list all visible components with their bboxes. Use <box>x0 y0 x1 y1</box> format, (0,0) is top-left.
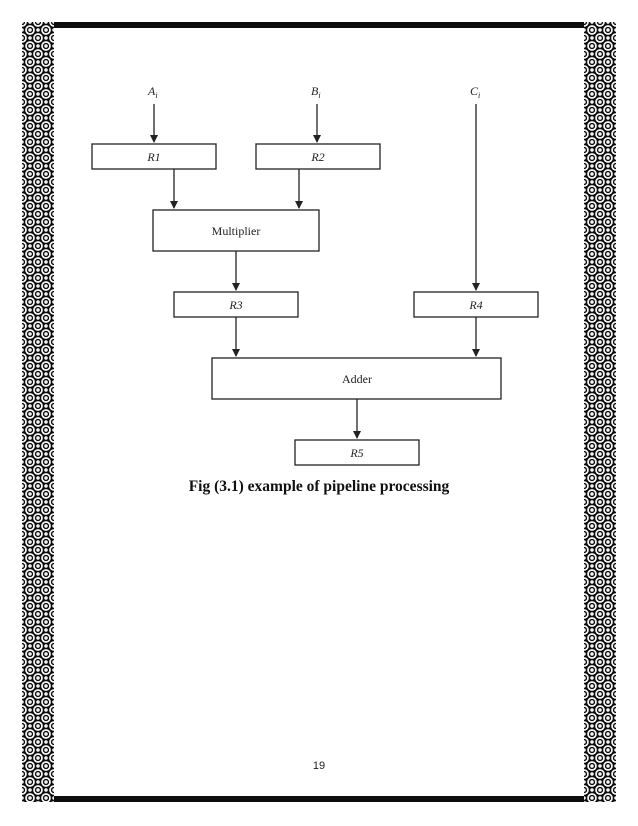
input-label-b: Bi <box>311 84 321 100</box>
adder-label: Adder <box>342 372 372 386</box>
page-number: 19 <box>312 760 326 772</box>
input-label-a: Ai <box>147 84 158 100</box>
register-r2-box <box>255 143 381 170</box>
decorative-border-right <box>584 22 616 802</box>
adder-box <box>211 357 502 400</box>
register-r1-box <box>91 143 217 170</box>
page-border-bottom <box>22 796 616 802</box>
input-label-c: Ci <box>470 84 480 100</box>
register-r4-label: R4 <box>468 298 482 312</box>
register-r4-box <box>413 291 539 318</box>
multiplier-label: Multiplier <box>212 224 261 238</box>
register-r5-box <box>294 439 420 466</box>
figure-caption: Fig (3.1) example of pipeline processing <box>188 478 450 495</box>
register-r1-label: R1 <box>146 150 160 164</box>
decorative-border-left <box>22 22 54 802</box>
register-r5-label: R5 <box>349 446 363 460</box>
register-r3-label: R3 <box>228 298 242 312</box>
multiplier-box <box>152 209 320 252</box>
register-r3-box <box>173 291 299 318</box>
register-r2-label: R2 <box>310 150 324 164</box>
page-border-top <box>22 22 616 28</box>
